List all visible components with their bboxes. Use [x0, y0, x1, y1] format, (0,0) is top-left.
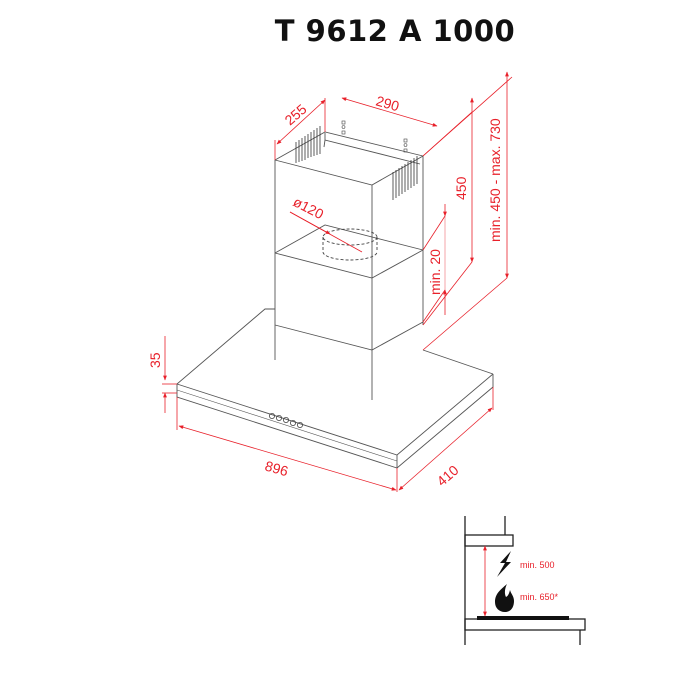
control-buttons: [268, 412, 303, 428]
dim-canopy-width: 896: [263, 458, 290, 480]
dim-chimney-height: 450: [453, 176, 469, 200]
electric-clearance-label: min. 500: [520, 560, 555, 570]
dim-chimney-depth: 255: [281, 101, 309, 129]
dim-duct-diameter: ø120: [291, 193, 327, 222]
dim-chimney-width: 290: [374, 93, 401, 115]
vent-grille-right: [392, 156, 418, 200]
bracket-holes: [341, 120, 408, 153]
dim-overlap: min. 20: [427, 249, 443, 295]
installation-clearance-inset: min. 500 min. 650*: [464, 516, 586, 645]
hood-outline: [176, 131, 494, 469]
dim-chimney-range: min. 450 - max. 730: [487, 118, 503, 242]
dim-canopy-depth: 410: [433, 462, 461, 490]
flame-icon: [495, 584, 514, 612]
vent-grille-left: [295, 126, 321, 163]
dimension-lines: [162, 71, 513, 492]
product-model-title: T 9612 A 1000: [274, 14, 516, 48]
duct-outlet: [322, 228, 378, 261]
dim-canopy-thickness: 35: [147, 352, 163, 368]
lightning-icon: [497, 551, 511, 577]
gas-clearance-label: min. 650*: [520, 592, 559, 602]
